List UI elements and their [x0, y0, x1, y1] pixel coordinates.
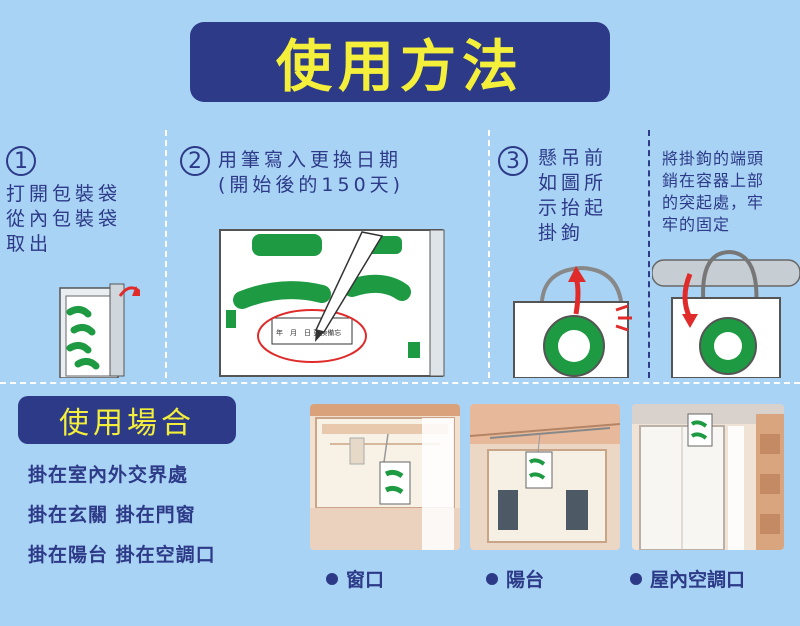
- bullet-icon: [630, 572, 642, 585]
- balcony-scene-image: [470, 404, 620, 550]
- step-2-number: 2: [180, 146, 210, 176]
- caption-indoor-ac: 屋內空調口: [630, 565, 745, 592]
- window-scene-image: [310, 404, 460, 550]
- section-divider: [0, 382, 800, 384]
- usage-line-3: 掛在陽台 掛在空調口: [28, 544, 216, 566]
- usage-line-1: 掛在室內外交界處: [28, 464, 189, 486]
- step-3-text: 懸吊前 如圖所 示抬起 掛鉤: [538, 147, 608, 244]
- caption-window-label: 窗口: [346, 569, 385, 591]
- step-divider-2: [488, 130, 490, 378]
- usage-title: 使用場合: [59, 406, 195, 441]
- hook-fasten-illustration: [652, 250, 800, 378]
- caption-window: 窗口: [326, 565, 384, 592]
- bullet-icon: [326, 572, 338, 585]
- step-3-number: 3: [498, 146, 528, 176]
- step-4-text: 將掛鉤的端頭 銷在容器上部 的突起處，牢 牢的固定: [662, 149, 765, 234]
- package-illustration: [59, 283, 140, 378]
- bullet-icon: [486, 572, 498, 585]
- step-2-text: 用筆寫入更換日期 (開始後的150天): [218, 149, 405, 196]
- date-writing-illustration: 年 月 日 更換備忘: [219, 229, 445, 377]
- step-divider-1: [165, 130, 167, 378]
- caption-indoor-ac-label: 屋內空調口: [650, 569, 746, 591]
- title-banner: 使用方法: [190, 22, 610, 102]
- page-title: 使用方法: [276, 34, 524, 100]
- indoor-ac-scene-image: [632, 404, 784, 550]
- usage-line-2: 掛在玄關 掛在門窗: [28, 504, 196, 526]
- hook-lift-illustration: [513, 265, 632, 378]
- caption-balcony: 陽台: [486, 565, 544, 592]
- date-label-text: 年 月 日 更換備忘: [276, 328, 341, 337]
- step-1-number: 1: [6, 146, 36, 176]
- usage-banner: 使用場合: [18, 396, 236, 444]
- step-1-text: 打開包裝袋 從內包裝袋 取出: [6, 183, 122, 255]
- step-divider-3: [648, 130, 650, 378]
- caption-balcony-label: 陽台: [506, 569, 545, 591]
